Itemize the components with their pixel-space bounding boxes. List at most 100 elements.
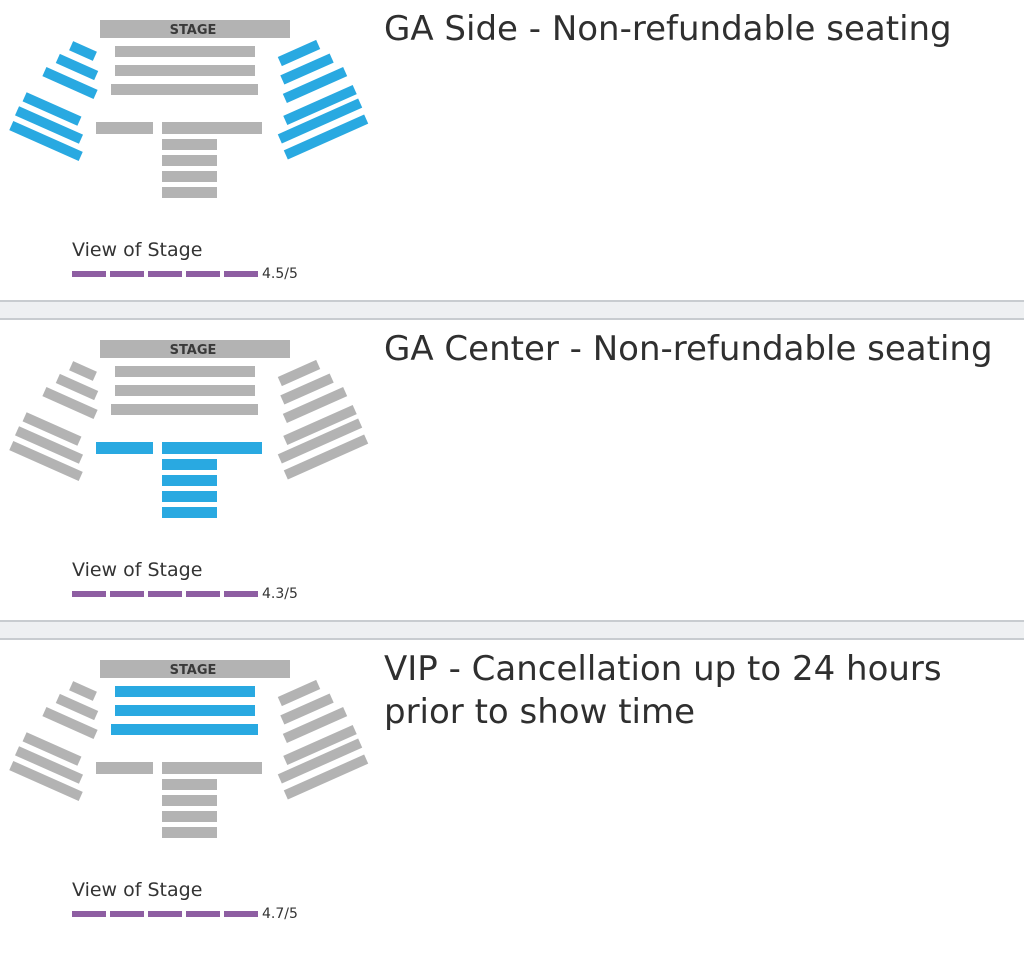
center-row bbox=[96, 122, 153, 134]
side-row bbox=[277, 359, 321, 387]
rating-bar: 4.7/5 bbox=[72, 906, 372, 922]
side-row bbox=[22, 92, 82, 126]
vip-row bbox=[115, 46, 255, 57]
side-row bbox=[55, 693, 99, 721]
side-row bbox=[277, 39, 321, 67]
side-row bbox=[14, 106, 84, 144]
seating-option-ga-center[interactable]: STAGE GA Center - Non-refundable seating… bbox=[0, 320, 1024, 620]
view-rating: View of Stage 4.3/5 bbox=[72, 558, 372, 602]
side-row bbox=[277, 418, 363, 464]
rating-segment bbox=[110, 271, 144, 277]
rating-segment bbox=[72, 591, 106, 597]
stage-label: STAGE bbox=[170, 23, 217, 38]
center-row bbox=[162, 187, 217, 198]
side-row bbox=[42, 387, 98, 419]
side-row bbox=[277, 738, 363, 784]
seat-map-graphic: STAGE bbox=[9, 660, 369, 838]
vip-row bbox=[115, 65, 255, 76]
vip-row bbox=[111, 84, 258, 95]
side-row bbox=[55, 53, 99, 81]
side-row bbox=[14, 426, 84, 464]
stage-block bbox=[100, 20, 290, 38]
side-row bbox=[22, 732, 82, 766]
center-row bbox=[162, 827, 217, 838]
rating-segment bbox=[224, 591, 258, 597]
rating-segment bbox=[186, 271, 220, 277]
side-row bbox=[277, 98, 363, 144]
rating-label: View of Stage bbox=[72, 559, 203, 581]
rating-segment bbox=[224, 911, 258, 917]
rating-value: 4.5/5 bbox=[262, 266, 298, 282]
stage-block bbox=[100, 660, 290, 678]
seat-map: STAGE bbox=[0, 330, 380, 530]
center-row bbox=[162, 491, 217, 502]
view-rating: View of Stage 4.5/5 bbox=[72, 238, 372, 282]
center-row bbox=[162, 507, 217, 518]
side-row bbox=[283, 114, 369, 160]
center-row bbox=[162, 139, 217, 150]
seating-option-title: GA Center - Non-refundable seating bbox=[384, 329, 993, 369]
center-row bbox=[162, 475, 217, 486]
side-row bbox=[9, 440, 83, 482]
vip-row bbox=[115, 686, 255, 697]
rating-segment bbox=[186, 911, 220, 917]
center-row bbox=[162, 811, 217, 822]
rating-bar: 4.5/5 bbox=[72, 266, 372, 282]
rating-label: View of Stage bbox=[72, 879, 203, 901]
seat-map-graphic: STAGE bbox=[9, 20, 369, 198]
rating-segment bbox=[110, 591, 144, 597]
center-row bbox=[162, 779, 217, 790]
side-row bbox=[69, 681, 97, 701]
rating-value: 4.7/5 bbox=[262, 906, 298, 922]
side-row bbox=[22, 412, 82, 446]
center-row bbox=[162, 442, 262, 454]
center-row bbox=[162, 122, 262, 134]
side-row bbox=[283, 754, 369, 800]
side-row bbox=[9, 760, 83, 802]
seat-map-graphic: STAGE bbox=[9, 340, 369, 518]
side-row bbox=[282, 707, 348, 743]
center-row bbox=[162, 762, 262, 774]
rating-value: 4.3/5 bbox=[262, 586, 298, 602]
stage-block bbox=[100, 340, 290, 358]
side-row bbox=[283, 404, 357, 446]
side-row bbox=[9, 120, 83, 162]
side-row bbox=[282, 67, 348, 103]
divider bbox=[0, 620, 1024, 640]
rating-label: View of Stage bbox=[72, 239, 203, 261]
rating-segment bbox=[148, 271, 182, 277]
side-row bbox=[277, 679, 321, 707]
seat-map: STAGE bbox=[0, 650, 380, 850]
rating-bar: 4.3/5 bbox=[72, 586, 372, 602]
divider bbox=[0, 300, 1024, 320]
side-row bbox=[42, 707, 98, 739]
rating-segment bbox=[224, 271, 258, 277]
vip-row bbox=[111, 404, 258, 415]
vip-row bbox=[115, 385, 255, 396]
seating-option-ga-side[interactable]: STAGE GA Side - Non-refundable seating V… bbox=[0, 0, 1024, 300]
seating-option-vip[interactable]: STAGE VIP - Cancellation up to 24 hours … bbox=[0, 640, 1024, 940]
side-row bbox=[283, 434, 369, 480]
side-row bbox=[55, 373, 99, 401]
rating-segment bbox=[72, 911, 106, 917]
side-row bbox=[283, 84, 357, 126]
center-row bbox=[162, 459, 217, 470]
rating-segment bbox=[72, 271, 106, 277]
vip-row bbox=[111, 724, 258, 735]
center-row bbox=[162, 155, 217, 166]
rating-segment bbox=[148, 591, 182, 597]
seat-map: STAGE bbox=[0, 10, 380, 210]
side-row bbox=[280, 53, 334, 85]
side-row bbox=[282, 387, 348, 423]
view-rating: View of Stage 4.7/5 bbox=[72, 878, 372, 922]
side-row bbox=[14, 746, 84, 784]
rating-segment bbox=[110, 911, 144, 917]
seating-option-title: GA Side - Non-refundable seating bbox=[384, 9, 952, 49]
center-row bbox=[162, 171, 217, 182]
seating-option-title: VIP - Cancellation up to 24 hours prior … bbox=[384, 649, 942, 732]
stage-label: STAGE bbox=[170, 663, 217, 678]
center-row bbox=[162, 795, 217, 806]
rating-segment bbox=[148, 911, 182, 917]
side-row bbox=[69, 41, 97, 61]
side-row bbox=[42, 67, 98, 99]
